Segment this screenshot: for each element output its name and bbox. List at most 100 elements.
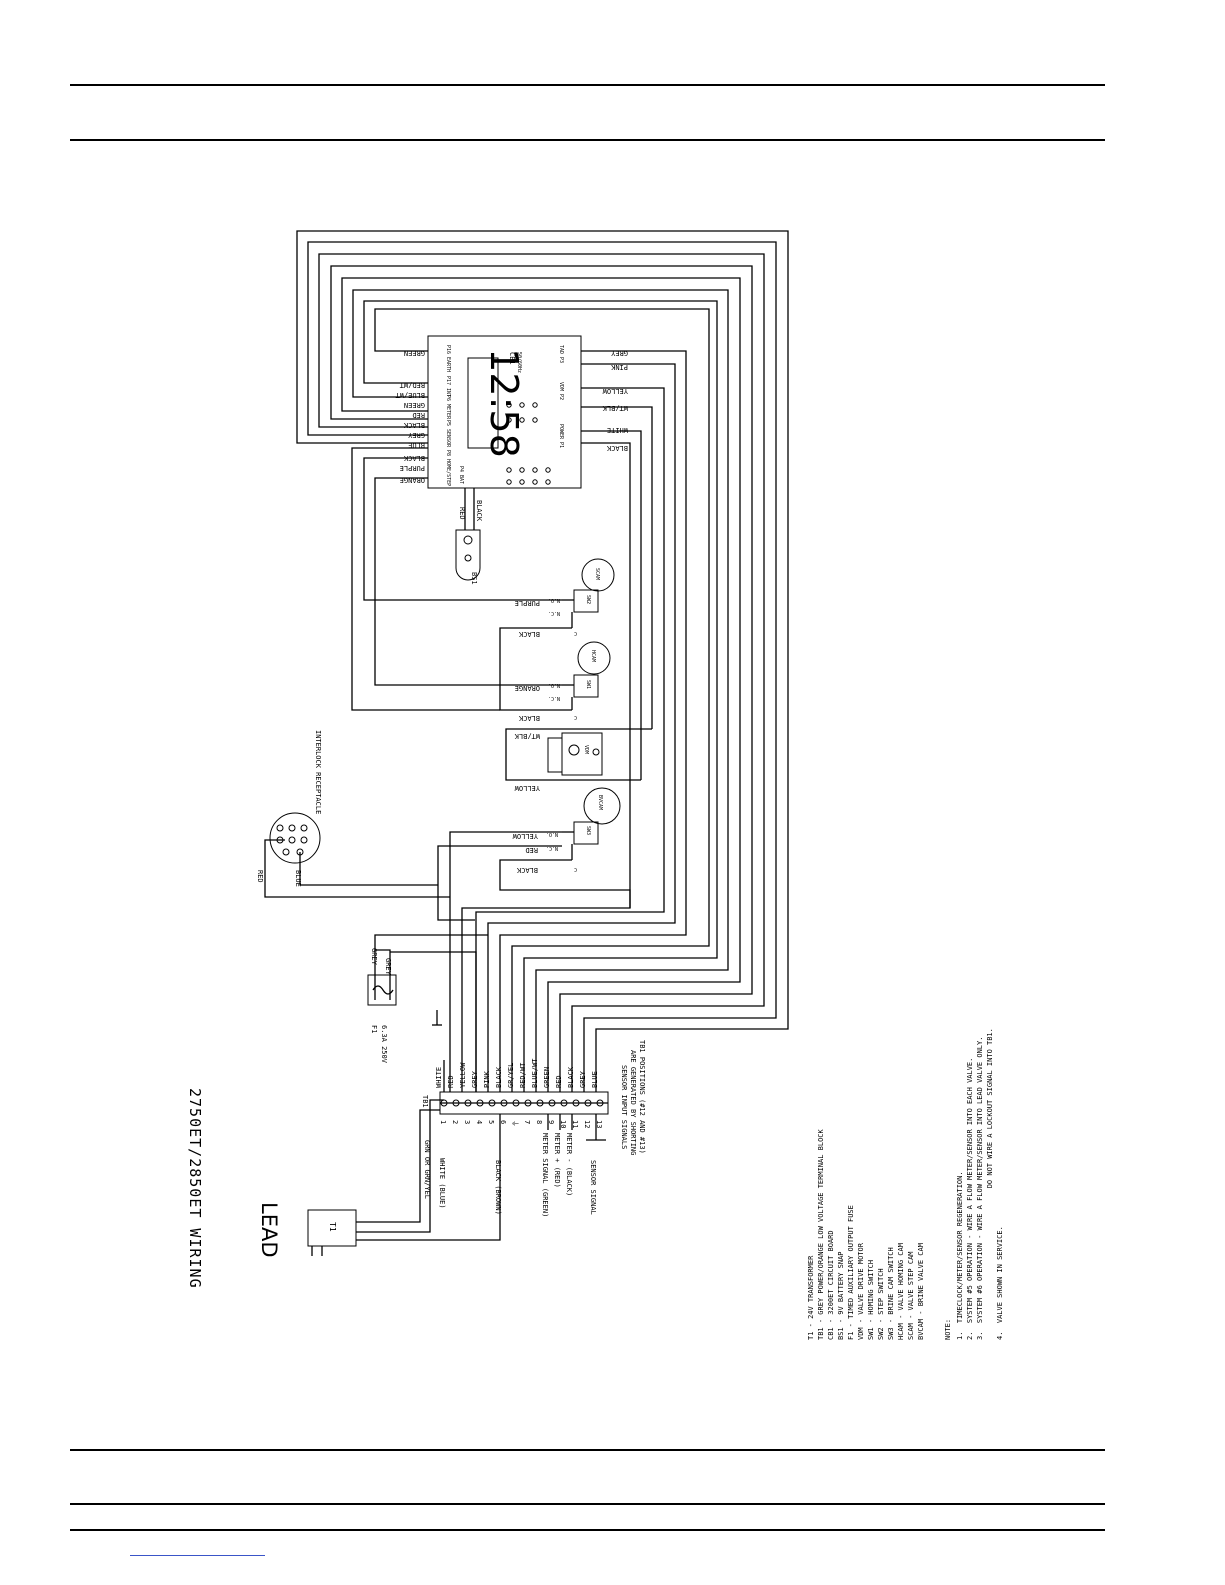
svg-text:6.3A 250V: 6.3A 250V (380, 1025, 388, 1064)
notes: NOTE: 1. TIMECLOCK/METER/SENSOR REGENERA… (944, 1028, 1004, 1340)
svg-text:BVCAM: BVCAM (597, 795, 603, 810)
svg-text:BLACK: BLACK (518, 630, 540, 638)
svg-text:P6 METER: P6 METER (445, 395, 451, 420)
svg-text:P17 INT: P17 INT (445, 376, 451, 397)
svg-text:GREY: GREY (370, 948, 378, 966)
tb1-wire-label: RED (555, 1075, 563, 1088)
svg-text:BLACK (BROWN): BLACK (BROWN) (494, 1160, 502, 1215)
tb1-position-label: 5 (487, 1120, 495, 1124)
t1-transformer: T1 GRN OR GRN/YEL WHITE (BLUE) BLACK (BR… (307, 1099, 502, 1256)
sensor-input-note: SENSOR INPUT SIGNALS ARE GENERATED BY SH… (620, 1040, 646, 1155)
cb1-left-group-labels: P16 EARTH P17 INT P6 METER P5 SENSOR P8 … (445, 345, 464, 486)
legend-item: SW1 - HOMING SWITCH (867, 1260, 875, 1340)
meter-labels: METER SIGNAL (GREEN) METER + (RED) METER… (541, 1114, 606, 1217)
svg-text:BLUE: BLUE (294, 870, 302, 887)
valve-lead-label: LEAD (257, 1202, 281, 1258)
cb1-freq: 50/60Hz (516, 352, 522, 373)
tb1-position-label: 4 (475, 1120, 483, 1124)
note-line: 4. VALVE SHOWN IN SERVICE. (996, 1226, 1004, 1340)
svg-text:BLACK: BLACK (606, 444, 628, 452)
sw2-step-switch: SW2 SCAM PURPLE N.O. N.C. BLACK C (363, 457, 615, 711)
svg-text:WT/BLK: WT/BLK (514, 732, 540, 740)
cb1-right-terminal-labels: GREY PINK YELLOW WT/BLK WHITE BLACK (602, 349, 628, 452)
tb1-wire-label: GREY (471, 1070, 479, 1088)
svg-text:PURPLE: PURPLE (400, 464, 425, 472)
tb1-screw (536, 1099, 544, 1107)
tb1-position-label: 13 (595, 1120, 603, 1128)
svg-text:P8 HOME/STEP: P8 HOME/STEP (445, 450, 451, 486)
svg-text:PINK: PINK (610, 363, 628, 371)
tb1-position-label: 10 (559, 1120, 567, 1128)
svg-text:METER SIGNAL (GREEN): METER SIGNAL (GREEN) (541, 1133, 549, 1217)
tb1-screw (572, 1099, 580, 1107)
svg-text:GREEN: GREEN (404, 349, 425, 357)
tb1-screw (512, 1099, 520, 1107)
notes-title: NOTE: (944, 1319, 952, 1340)
tb1-position-label: 8 (535, 1120, 543, 1124)
svg-text:WHITE (BLUE): WHITE (BLUE) (438, 1158, 446, 1209)
cb1-leds (506, 402, 551, 485)
svg-text:SCAM: SCAM (594, 568, 600, 580)
legend-item: TB1 - GREY POWER/ORANGE LOW VOLTAGE TERM… (817, 1128, 825, 1340)
legend-item: T1 - 24V TRANSFORMER (807, 1255, 815, 1340)
svg-text:N.O.: N.O. (548, 682, 560, 688)
svg-text:GREY: GREY (407, 431, 425, 439)
svg-text:SW2: SW2 (585, 595, 591, 604)
svg-text:N.O.: N.O. (548, 597, 560, 603)
tb1-screw (464, 1099, 472, 1107)
tb1-wire-label: BLUE (591, 1071, 599, 1088)
tb1-wire-label: PINK (483, 1070, 491, 1088)
svg-text:YELLOW: YELLOW (514, 784, 540, 792)
svg-text:N.C.: N.C. (548, 695, 560, 701)
tb1-position-label: 9 (547, 1120, 555, 1124)
tb1-wire-label: BLACK (495, 1066, 503, 1088)
tb1-position-label: 6 (499, 1120, 507, 1124)
note-line: 3. SYSTEM #6 OPERATION - WIRE A FLOW MET… (976, 1037, 984, 1340)
tb1-wire-label: GR/YEL (507, 1063, 515, 1088)
tb1-screw (500, 1099, 508, 1107)
svg-text:N.O.: N.O. (546, 831, 558, 837)
svg-text:RED: RED (458, 507, 466, 520)
tb1-screw (548, 1099, 556, 1107)
bs1-battery-snap: RED BLACK BS1 (455, 488, 483, 585)
tb1-position-label: 2 (451, 1120, 459, 1124)
svg-text:SENSOR INPUT SIGNALS: SENSOR INPUT SIGNALS (620, 1065, 628, 1149)
legend-item: BS1 - 9V BATTERY SNAP (837, 1251, 845, 1340)
tb1-screw (452, 1099, 460, 1107)
f1-fuse: GREY GREY F1 6.3A 250V (367, 934, 488, 1092)
cb1-left-terminal-labels: GREEN RED/WT BLUE/WT GREEN RED BLACK GRE… (395, 349, 425, 484)
svg-text:RED: RED (525, 846, 538, 854)
svg-text:T1: T1 (328, 1222, 337, 1232)
tb1-wire-label: RED/WT (519, 1062, 527, 1088)
svg-text:YELLOW: YELLOW (512, 832, 538, 840)
tb1-screw (488, 1099, 496, 1107)
tb1-screw (476, 1099, 484, 1107)
svg-text:P4 BAT: P4 BAT (458, 466, 464, 484)
footer-rule-bottom (70, 1529, 1105, 1531)
tb1-wire-label: RED (447, 1075, 455, 1088)
tb1-position-label: 11 (571, 1120, 579, 1128)
svg-text:N.C.: N.C. (546, 845, 558, 851)
interlock-receptacle: INTERLOCK RECEPTACLE RED BLUE (256, 730, 450, 898)
tb1-wire-label: BLACK (567, 1066, 575, 1088)
tb1-position-label: 1 (439, 1120, 447, 1124)
svg-text:METER - (BLACK): METER - (BLACK) (565, 1133, 573, 1196)
svg-text:GREY: GREY (384, 958, 392, 976)
svg-text:GRN OR GRN/YEL: GRN OR GRN/YEL (423, 1140, 431, 1199)
svg-text:POWER P1: POWER P1 (558, 424, 564, 448)
tb1-position-label: 3 (463, 1120, 471, 1124)
legend-item: F1 - TIMED AUXILIARY OUTPUT FUSE (847, 1205, 855, 1340)
legend-item: VDM - VALVE DRIVE MOTOR (857, 1242, 865, 1340)
svg-text:BLACK: BLACK (475, 500, 483, 522)
svg-text:C: C (574, 866, 577, 872)
svg-text:N.C.: N.C. (548, 610, 560, 616)
svg-text:SW1: SW1 (585, 680, 591, 689)
tb1-position-label: 12 (583, 1120, 591, 1128)
bs1-label: BS1 (470, 572, 478, 585)
footer-rule-middle (70, 1503, 1105, 1505)
legend-item: SW2 - STEP SWITCH (877, 1268, 885, 1340)
svg-text:P5 SENSOR: P5 SENSOR (445, 420, 451, 448)
tb1-wire-label: GREEN (543, 1067, 551, 1088)
